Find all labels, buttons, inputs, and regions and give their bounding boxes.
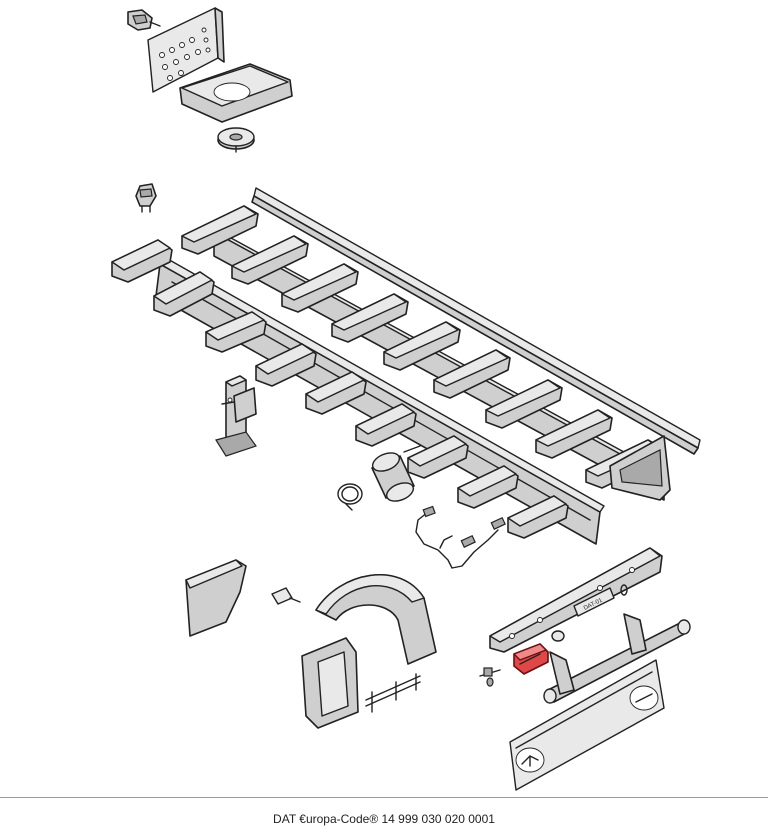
- underrun-protection-bar-part[interactable]: [543, 613, 691, 704]
- footer-divider: [0, 797, 768, 798]
- air-tank-part[interactable]: [370, 445, 421, 505]
- rear-frame-end-part[interactable]: [609, 435, 671, 501]
- left-support-brackets-part[interactable]: [111, 239, 569, 539]
- mudguard-clip-part[interactable]: [271, 587, 301, 605]
- rear-fender-part[interactable]: [315, 574, 437, 665]
- splash-guard-part[interactable]: [301, 637, 359, 729]
- carrier-clamp-part[interactable]: [127, 9, 161, 31]
- spare-wheel-carrier-part[interactable]: [147, 7, 293, 123]
- carrier-winch-disc-part[interactable]: [217, 127, 255, 153]
- right-side-rail-part[interactable]: [251, 187, 701, 455]
- mounting-bolt-part[interactable]: [479, 667, 501, 687]
- bumper-mount-ring-part[interactable]: [551, 584, 628, 642]
- tank-strap-clamp-part[interactable]: [337, 483, 363, 511]
- rear-bumper-beam-part[interactable]: [489, 547, 663, 653]
- carrier-bolt-holes: [159, 27, 211, 81]
- europa-code-label: DAT €uropa-Code® 14 999 030 020 0001: [273, 812, 495, 826]
- front-mudguard-part[interactable]: [185, 559, 247, 637]
- rear-warning-plate-part[interactable]: [509, 659, 665, 791]
- wiring-harness-part[interactable]: [415, 505, 506, 569]
- rear-light-red-part[interactable]: [513, 643, 549, 675]
- hydraulic-fitting-part[interactable]: [135, 183, 157, 213]
- fender-bracket-part[interactable]: [365, 673, 421, 713]
- landing-leg-part[interactable]: [215, 375, 257, 457]
